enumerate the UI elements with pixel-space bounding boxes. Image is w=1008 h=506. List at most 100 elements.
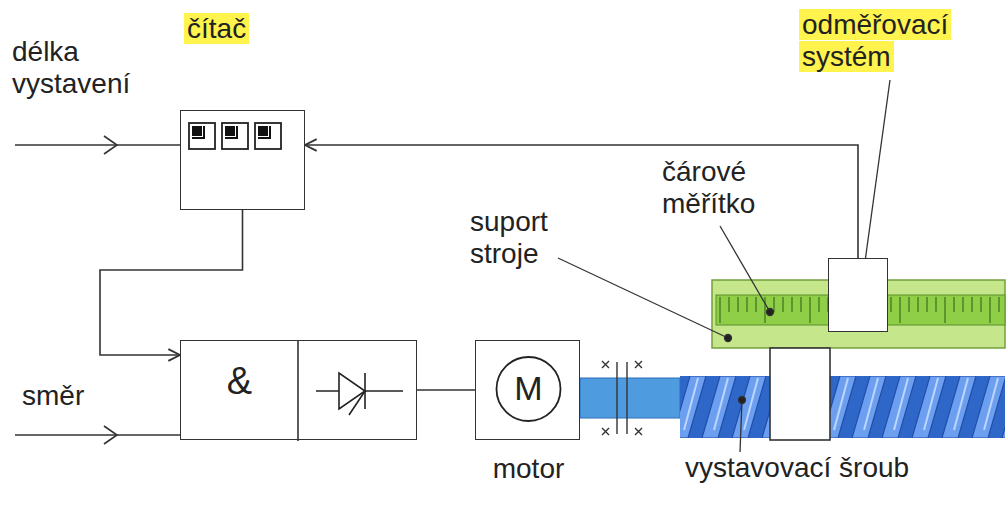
scale-tick	[791, 297, 792, 312]
counter-digit	[189, 123, 215, 149]
coupling-line	[616, 362, 617, 434]
input-label: délka vystavení	[12, 36, 130, 99]
thread-highlight	[924, 378, 938, 430]
counter-symbol-layer	[181, 111, 306, 211]
measuring-system-title-holder: odměřovací systém	[799, 9, 979, 73]
box-divider	[297, 341, 299, 441]
part-label-holder: čárové měřítko	[662, 156, 792, 220]
scale-tick	[737, 297, 738, 312]
thread-highlight	[954, 378, 968, 430]
input-arrow	[15, 136, 180, 154]
leader-line	[558, 258, 728, 338]
input-label-holder: směr	[22, 380, 84, 412]
scale-tick	[908, 297, 909, 312]
screw-thread	[882, 376, 916, 438]
screw-thread	[912, 376, 946, 438]
scale-tick	[953, 297, 954, 312]
input-label: směr	[22, 380, 84, 411]
thread-highlight	[864, 378, 878, 430]
motor-label-holder: motor	[476, 453, 581, 485]
part-label-holder: vystavovací šroub	[685, 452, 909, 484]
part-label: vystavovací šroub	[685, 452, 909, 483]
thread-highlight	[834, 378, 848, 430]
thread-highlight	[894, 378, 908, 430]
scale-tick	[926, 297, 927, 312]
screw-thread	[732, 376, 766, 438]
scale-tick	[809, 297, 810, 323]
scale-tick	[728, 297, 729, 312]
counter-digit	[222, 123, 248, 149]
screw-thread	[852, 376, 886, 438]
part-label: suport stroje	[470, 206, 548, 269]
digit-segment	[258, 126, 268, 136]
thyristor-triangle	[339, 373, 365, 409]
input-line	[15, 144, 180, 146]
coupling-line	[626, 362, 627, 434]
digit-segment	[225, 126, 237, 138]
thread-highlight	[714, 378, 728, 430]
leader-lines	[558, 80, 890, 452]
shaft-coupling	[602, 361, 642, 435]
scale-tick	[989, 297, 990, 323]
screw-thread	[680, 376, 706, 438]
and-thyristor-box: &	[180, 340, 417, 440]
digit-segment	[192, 126, 202, 136]
input-label-holder: délka vystavení	[12, 36, 162, 100]
digit-segment	[225, 126, 235, 136]
thread-highlight	[984, 378, 998, 430]
scale-tick	[998, 297, 999, 312]
connector	[100, 210, 243, 355]
motor-circle	[497, 357, 561, 421]
motor-shaft	[580, 378, 680, 418]
digit-segment	[192, 126, 204, 138]
scale-tick	[917, 297, 918, 312]
arrow-chevron	[104, 136, 117, 154]
connector	[417, 389, 475, 391]
scale-tick	[944, 297, 945, 323]
screw-thread	[972, 376, 1005, 438]
part-label-holder: suport stroje	[470, 206, 600, 270]
and-symbol: &	[227, 360, 252, 402]
scale-tick	[800, 297, 801, 312]
screw-body	[680, 376, 1005, 438]
thyristor-symbol	[316, 373, 403, 415]
scale-tick	[818, 297, 819, 312]
scale-tick	[971, 297, 972, 312]
arrow-chevron	[104, 426, 117, 444]
thyristor-symbol-layer	[181, 341, 418, 441]
leader-dot	[725, 335, 732, 342]
leader-dot	[767, 309, 774, 316]
counter-title-holder: čítač	[184, 13, 249, 45]
screw-thread	[942, 376, 976, 438]
counter-title: čítač	[184, 13, 249, 44]
scale-tick	[935, 297, 936, 312]
scale-tick	[764, 297, 765, 323]
scale-tick	[746, 297, 747, 312]
part-label: čárové měřítko	[662, 156, 755, 219]
screw-thread	[1002, 376, 1005, 438]
digit-frame	[255, 123, 281, 149]
coupling-bolts	[602, 361, 642, 435]
input-arrow	[15, 426, 180, 444]
scale-tick	[773, 297, 774, 312]
leader-line	[720, 226, 770, 312]
counter-box: čítač	[180, 110, 305, 210]
digit-segment	[258, 126, 270, 138]
scale-tick	[755, 297, 756, 312]
screw-thread	[702, 376, 736, 438]
motor-symbol-holder: M	[476, 369, 581, 408]
motor-box: Mmotor	[475, 340, 580, 440]
motor-label: motor	[493, 453, 565, 484]
digit-frame	[189, 123, 215, 149]
and-symbol-holder: &	[181, 360, 298, 404]
screw-threads	[680, 376, 1005, 438]
leader-line	[740, 400, 742, 452]
measuring-head: odměřovací systém	[828, 258, 888, 332]
scale-tick	[719, 297, 720, 323]
thyristor-gate	[349, 391, 365, 415]
counter-digit	[255, 123, 281, 149]
scale-tick	[890, 297, 891, 312]
leader-dot	[739, 397, 746, 404]
